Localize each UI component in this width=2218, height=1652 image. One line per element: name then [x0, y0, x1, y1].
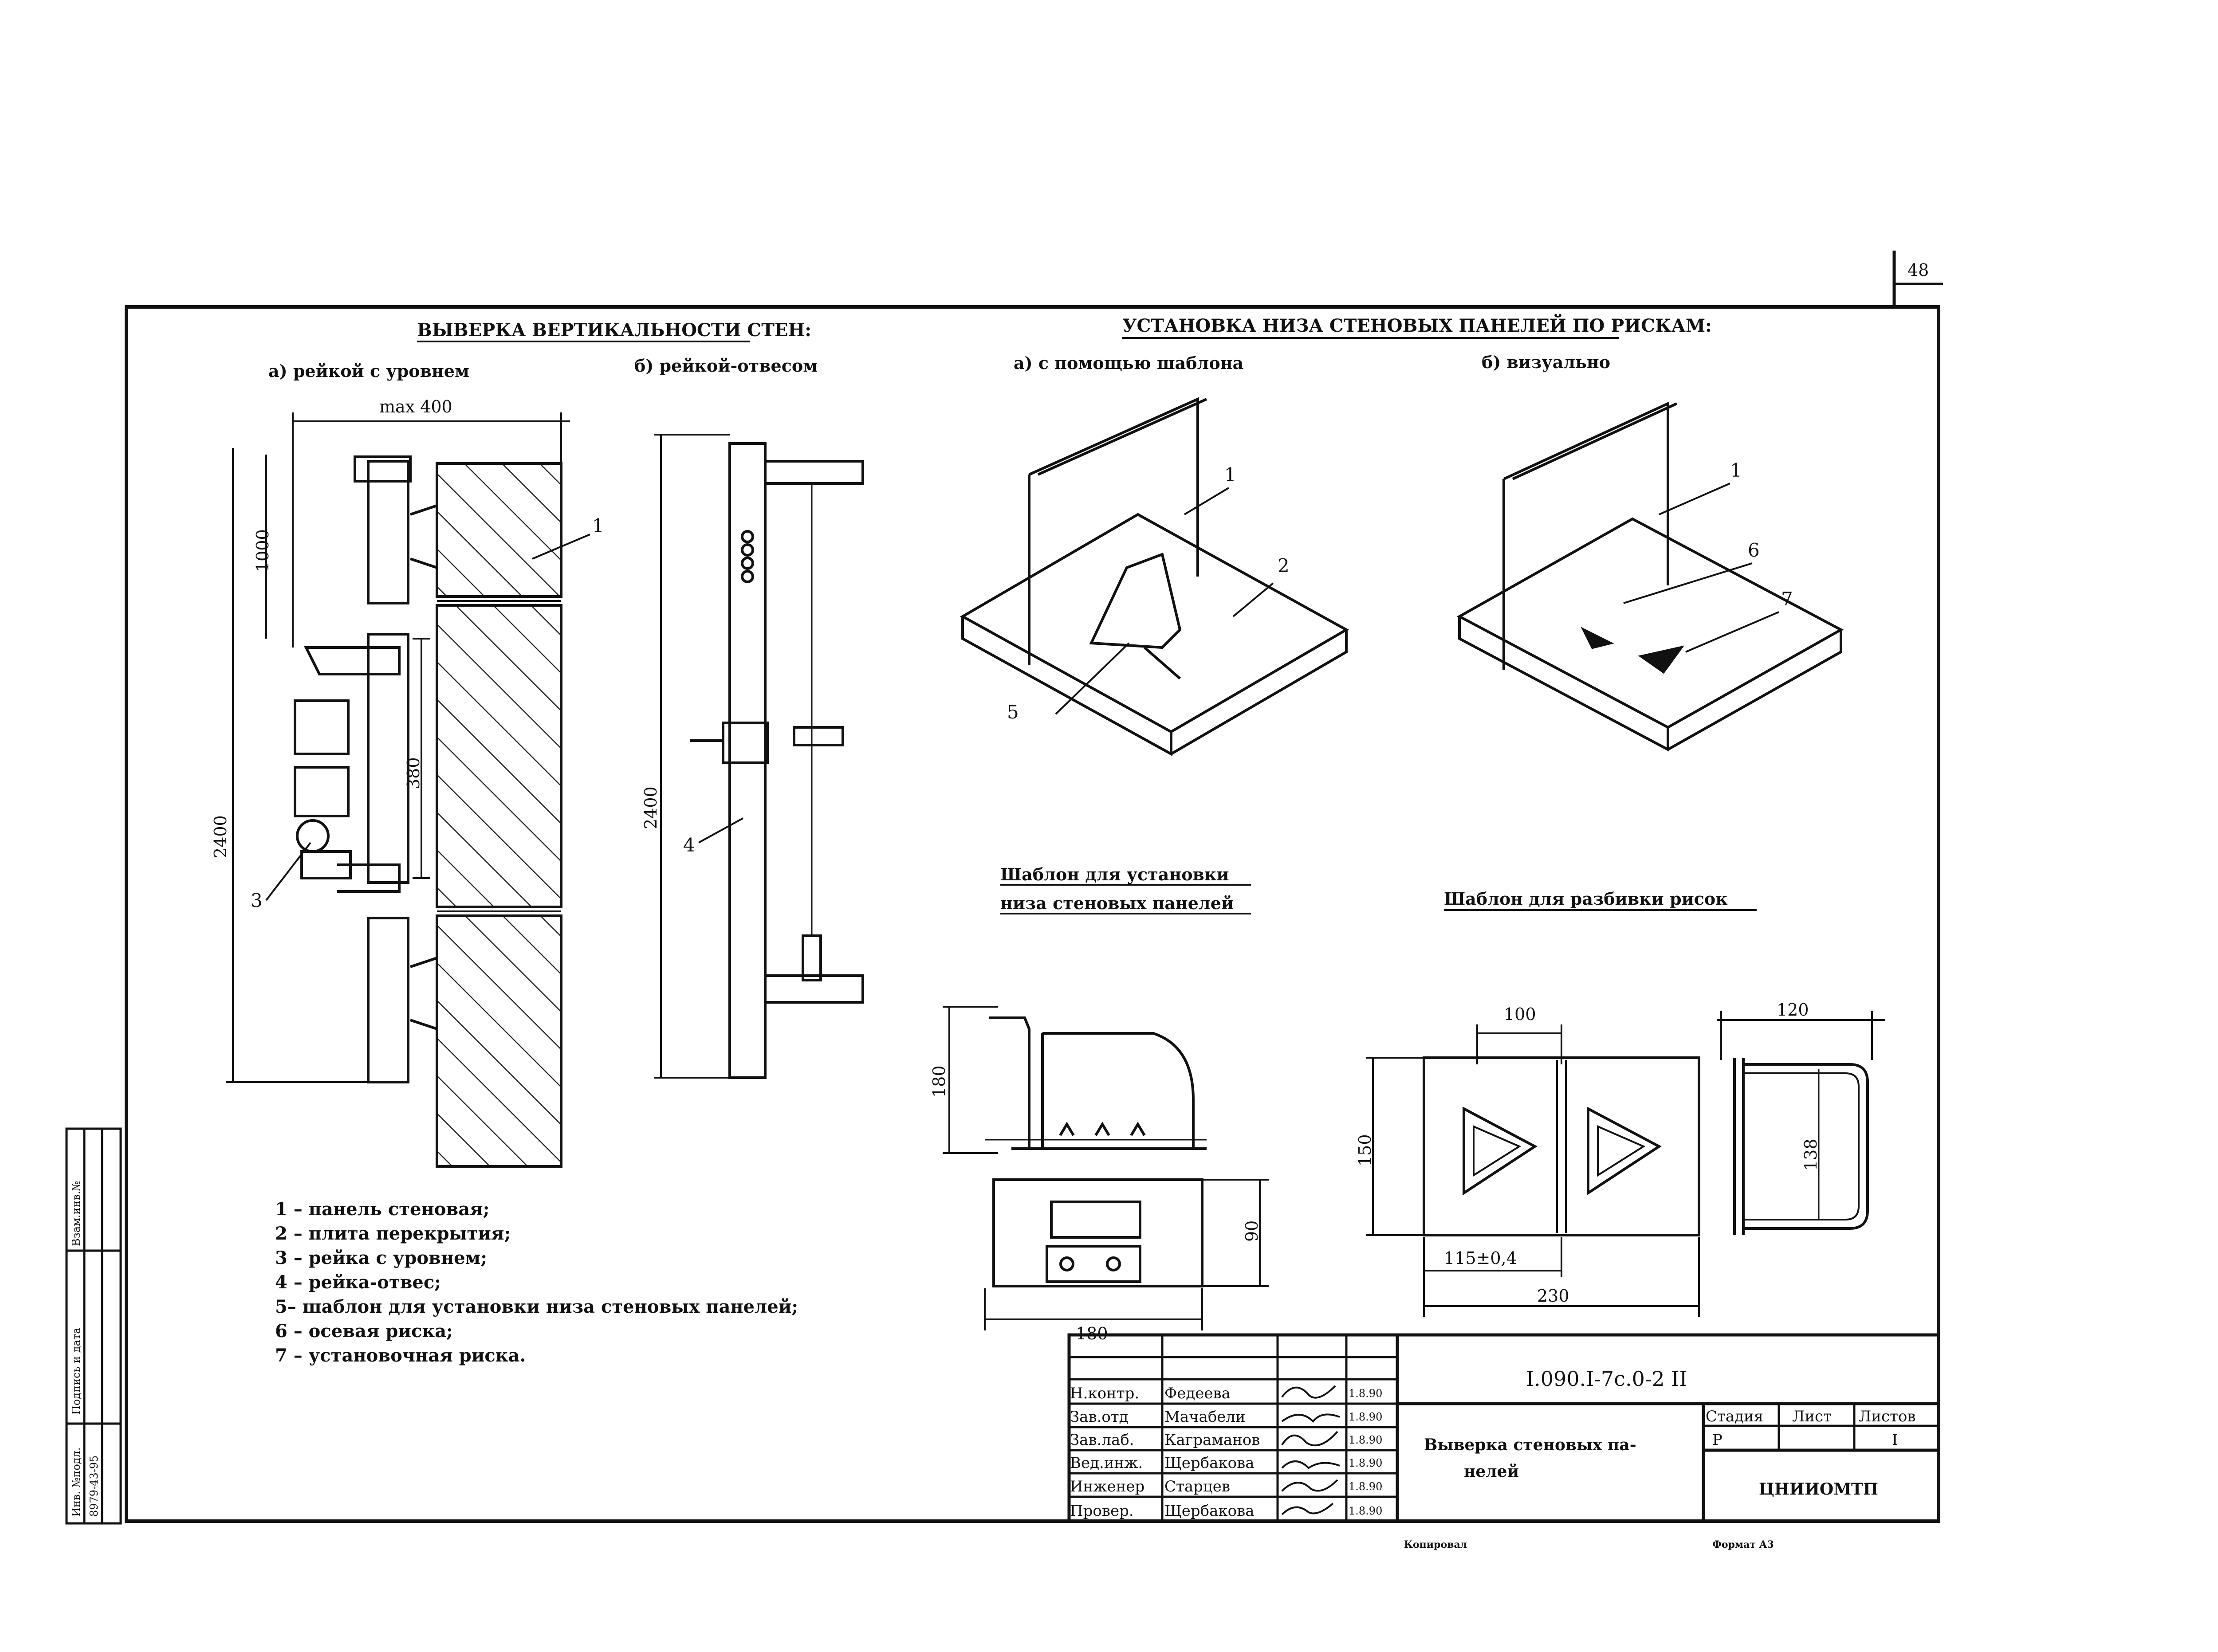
callout-1b-leader	[1184, 487, 1230, 515]
callout-4-plumb-rail: 4	[683, 834, 695, 856]
tb-role: Зав.лаб.	[1070, 1431, 1134, 1449]
view-plumb-rail	[654, 434, 864, 1079]
tb-name: Щербакова	[1164, 1454, 1255, 1472]
sheet-label: Лист	[1792, 1408, 1832, 1425]
dim-180-height: 180	[929, 1065, 949, 1098]
title-block-signatures	[1281, 1385, 1340, 1515]
side-stamp-value: 8979-43-95	[88, 1456, 100, 1517]
legend-item: 7 – установочная риска.	[275, 1345, 526, 1366]
page-number: 48	[1907, 260, 1929, 280]
legend: 1 – панель стеновая; 2 – плита перекрыти…	[275, 1199, 798, 1366]
sheets-label: Листов	[1859, 1408, 1916, 1425]
callout-1a-leader	[532, 534, 590, 560]
template-install-detail	[943, 1006, 1269, 1330]
sheet-frame	[125, 251, 1943, 1523]
view-visual	[1456, 401, 1844, 752]
tb-date: 1.8.90	[1349, 1457, 1382, 1469]
view-a-left-label: а) рейкой с уровнем	[268, 361, 469, 381]
organization: ЦНИИОМТП	[1759, 1480, 1878, 1499]
view-a-right-label: а) с помощью шаблона	[1014, 353, 1243, 373]
callout-4-leader	[698, 817, 743, 844]
dim-100: 100	[1504, 1005, 1536, 1024]
wall-panel-section	[436, 462, 562, 1168]
footer-copied: Копировал	[1404, 1539, 1467, 1550]
sheet-title-line2: нелей	[1464, 1462, 1519, 1481]
left-section-title: ВЫВЕРКА ВЕРТИКАЛЬНОСТИ СТЕН:	[417, 320, 811, 341]
callout-7-leader	[1685, 611, 1779, 653]
legend-item: 6 – осевая риска;	[275, 1321, 453, 1342]
callout-1-panel-c: 1	[1730, 459, 1742, 481]
sheet-title-line1: Выверка стеновых па-	[1424, 1436, 1636, 1454]
dim-150: 150	[1355, 1134, 1375, 1166]
template-marks-title: Шаблон для разбивки рисок	[1444, 889, 1728, 909]
template-install-line1: Шаблон для установки	[1000, 864, 1229, 884]
title-block-dates: 1.8.90 1.8.90 1.8.90 1.8.90 1.8.90 1.8.9…	[1349, 1387, 1382, 1517]
tb-name: Каграманов	[1164, 1431, 1260, 1449]
stage-value: Р	[1712, 1431, 1722, 1449]
legend-item: 5– шаблон для установки низа стеновых па…	[275, 1296, 798, 1317]
tb-date: 1.8.90	[1349, 1411, 1382, 1423]
dim-90: 90	[1242, 1220, 1262, 1242]
dim-1000: 1000	[253, 529, 272, 572]
tb-date: 1.8.90	[1349, 1505, 1382, 1517]
callout-7-install-mark: 7	[1781, 588, 1793, 610]
tb-date: 1.8.90	[1349, 1387, 1382, 1400]
callout-6-axis-mark: 6	[1748, 539, 1760, 561]
document-code: I.090.I-7c.0-2 II	[1526, 1367, 1687, 1391]
title-block-grid	[1067, 1333, 1940, 1523]
stage-label: Стадия	[1706, 1408, 1763, 1425]
callout-1-panel-b: 1	[1224, 464, 1236, 486]
dim-120: 120	[1777, 1000, 1809, 1020]
callout-1c-leader	[1659, 483, 1730, 515]
view-b-left-label: б) рейкой-отвесом	[634, 356, 818, 376]
sheets-value: I	[1892, 1431, 1898, 1449]
tb-name: Щербакова	[1164, 1502, 1255, 1520]
template-marks-detail	[1366, 1011, 1885, 1317]
tb-role: Инженер	[1070, 1478, 1144, 1495]
side-stamp-col2: Подпись и дата	[70, 1327, 83, 1415]
callout-2-floor-slab: 2	[1278, 555, 1290, 577]
view-level-rail	[226, 412, 590, 1168]
tb-date: 1.8.90	[1349, 1434, 1382, 1446]
tb-name: Мачабели	[1164, 1408, 1246, 1426]
template-install-line2: низа стеновых панелей	[1000, 893, 1234, 913]
dim-115: 115±0,4	[1444, 1248, 1517, 1268]
legend-item: 4 – рейка-отвес;	[275, 1272, 441, 1293]
tb-role: Зав.отд	[1070, 1408, 1129, 1426]
tb-name: Старцев	[1164, 1478, 1230, 1495]
dim-2400-a: 2400	[211, 815, 230, 858]
callout-3-level-rail: 3	[251, 890, 263, 911]
legend-item: 1 – панель стеновая;	[275, 1199, 489, 1220]
legend-item: 2 – плита перекрытия;	[275, 1223, 511, 1244]
dim-380: 380	[404, 757, 423, 789]
side-stamp-col1: Взам.инв.№	[70, 1181, 83, 1246]
view-b-right-label: б) визуально	[1482, 352, 1610, 372]
callout-6-leader	[1623, 562, 1753, 604]
dim-max400: max 400	[379, 397, 452, 416]
right-section-title: УСТАНОВКА НИЗА СТЕНОВЫХ ПАНЕЛЕЙ ПО РИСКА…	[1122, 314, 1712, 336]
view-install-with-template	[960, 397, 1349, 757]
level-rail-body	[294, 455, 437, 1083]
footer-format: Формат А3	[1712, 1539, 1774, 1550]
dim-230: 230	[1537, 1286, 1569, 1306]
tb-role: Н.контр.	[1070, 1385, 1139, 1402]
legend-item: 3 – рейка с уровнем;	[275, 1248, 487, 1268]
tb-name: Федеева	[1164, 1385, 1231, 1402]
tb-date: 1.8.90	[1349, 1480, 1382, 1493]
side-stamp-col3: Инв. №подл.	[70, 1447, 83, 1517]
tb-role: Вед.инж.	[1070, 1454, 1143, 1472]
dim-lines-a	[226, 412, 570, 1083]
callout-5-leader	[1055, 642, 1130, 715]
title-block-names: Федеева Мачабели Каграманов Щербакова Ст…	[1164, 1385, 1260, 1520]
title-block-roles: Н.контр. Зав.отд Зав.лаб. Вед.инж. Инжен…	[1070, 1385, 1144, 1520]
dim-2400-b: 2400	[641, 786, 661, 829]
dim-138: 138	[1801, 1138, 1821, 1171]
callout-5-template: 5	[1007, 701, 1019, 723]
callout-2-leader	[1232, 582, 1274, 617]
tb-role: Провер.	[1070, 1502, 1134, 1520]
side-stamp	[65, 1127, 122, 1525]
callout-1-wall-panel: 1	[592, 515, 604, 537]
callout-3-leader	[265, 842, 311, 901]
